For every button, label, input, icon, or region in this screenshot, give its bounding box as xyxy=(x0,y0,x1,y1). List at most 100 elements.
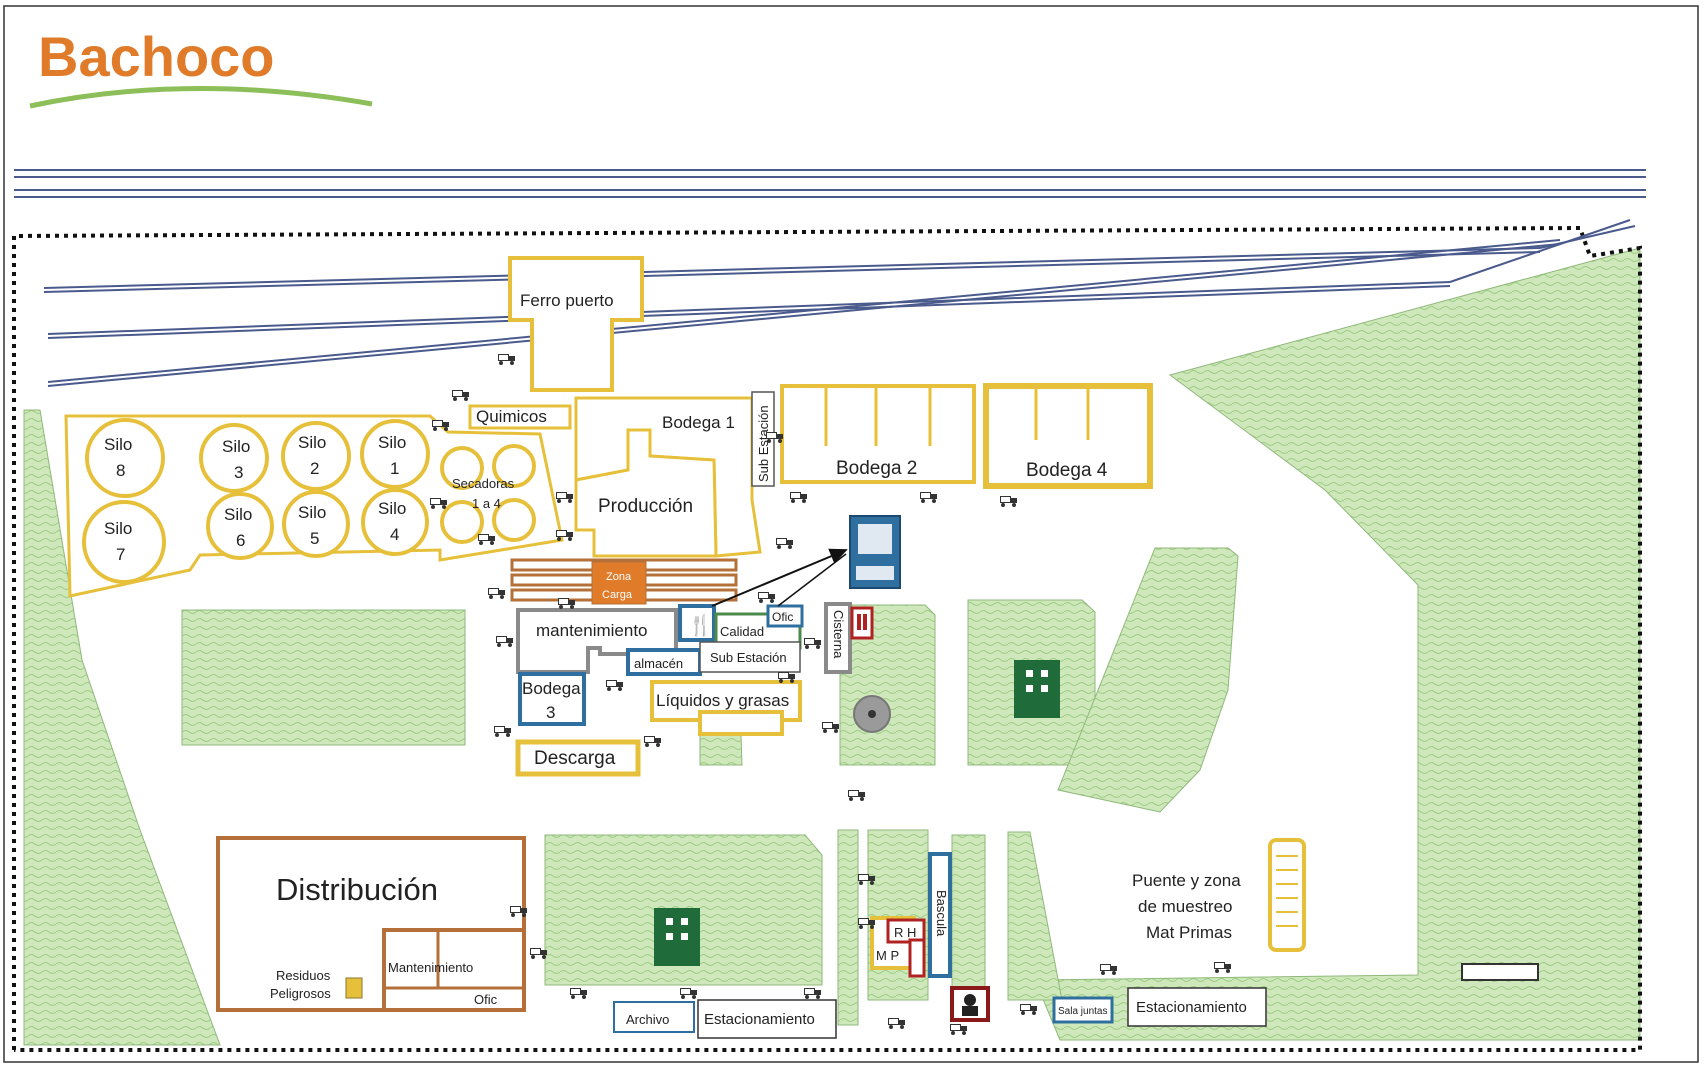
bodega-3-label-b: 3 xyxy=(546,703,555,722)
bodega-2-label: Bodega 2 xyxy=(836,458,917,479)
estacionamiento-2-area xyxy=(1127,987,1267,1027)
puente-bridge xyxy=(1268,838,1306,952)
silo-3-label-b: 3 xyxy=(234,463,243,482)
archivo-label: Archivo xyxy=(626,1012,669,1027)
top-rails xyxy=(14,169,1646,198)
silo-8-label-a: Silo xyxy=(104,435,132,454)
gate-box xyxy=(1461,963,1539,981)
ferro-puerto-area xyxy=(508,256,644,392)
sub-estacion-h-label: Sub Estación xyxy=(710,650,787,665)
quimicos-label: Quimicos xyxy=(476,407,547,426)
mantenimiento-dist-label: Mantenimiento xyxy=(388,960,473,975)
silo-4-label-a: Silo xyxy=(378,499,406,518)
cutlery-icon: 🍴 xyxy=(688,613,713,637)
silo-2-label-b: 2 xyxy=(310,459,319,478)
calidad-label: Calidad xyxy=(720,624,764,639)
puente-label-b: de muestreo xyxy=(1138,897,1233,916)
puente-label-c: Mat Primas xyxy=(1146,923,1232,942)
almacen-label: almacén xyxy=(634,656,683,671)
mp-label: M P xyxy=(876,948,899,963)
zona-carga-box xyxy=(591,561,647,605)
silo-6-label-a: Silo xyxy=(224,505,252,524)
meeting-point-sign-1 xyxy=(1014,660,1060,718)
estacionamiento-1-area xyxy=(697,999,837,1039)
bodega-3-label-a: Bodega xyxy=(522,679,581,698)
guard-icon-head xyxy=(964,994,976,1006)
archivo-area xyxy=(613,1001,695,1033)
bachoco-logo: Bachoco xyxy=(29,25,373,109)
bodega-2-dividers xyxy=(824,386,932,446)
cisterna-label: Cisterna xyxy=(831,610,846,659)
quimicos-area xyxy=(468,404,572,430)
produccion-area xyxy=(574,428,718,558)
mantenimiento-label: mantenimiento xyxy=(536,621,648,640)
mantenimiento-dist-area xyxy=(382,928,526,1012)
silo-4-label-b: 4 xyxy=(390,525,399,544)
arrow-to-clean-area xyxy=(711,548,848,607)
rh-label: R H xyxy=(894,925,916,940)
puente-label-a: Puente y zona xyxy=(1132,871,1241,890)
bodega-4-label: Bodega 4 xyxy=(1026,460,1108,481)
silo-1-label-b: 1 xyxy=(390,459,399,478)
silo-3-label-a: Silo xyxy=(222,437,250,456)
bodega-4-dividers xyxy=(1034,386,1090,440)
silo-1-label-a: Silo xyxy=(378,433,406,452)
ferro-puerto-label: Ferro puerto xyxy=(520,291,614,310)
sala-juntas-label: Sala juntas xyxy=(1058,1006,1107,1017)
guard-icon-body xyxy=(962,1006,978,1016)
sala-juntas-area xyxy=(1052,996,1114,1024)
extinguisher-mark-a xyxy=(857,614,861,630)
descarga-area xyxy=(515,739,641,777)
bascula-area xyxy=(928,852,952,978)
bodega-1-label: Bodega 1 xyxy=(662,413,735,432)
bodega-2-area xyxy=(780,384,976,484)
liquidos-tank xyxy=(698,710,784,736)
zona-carga-label-b: Carga xyxy=(602,589,633,601)
bodega-4-area xyxy=(983,383,1153,489)
silo-5-label-a: Silo xyxy=(298,503,326,522)
silo-circles xyxy=(82,418,536,584)
secadoras-label-b: 1 a 4 xyxy=(472,496,501,511)
water-tank-center xyxy=(868,710,876,718)
hazard-icon xyxy=(345,977,363,999)
silo-8-label-b: 8 xyxy=(116,461,125,480)
logo-text: Bachoco xyxy=(38,25,275,88)
bodega-3-area xyxy=(518,672,586,726)
arrow-line-2 xyxy=(777,553,847,607)
silo-5-label-b: 5 xyxy=(310,529,319,548)
property-boundary xyxy=(12,225,1642,1052)
cisterna-area xyxy=(824,602,852,674)
sub-estacion-h-area xyxy=(699,641,801,673)
estacionamiento-2-label: Estacionamiento xyxy=(1136,999,1247,1016)
silo-7-label-b: 7 xyxy=(116,545,125,564)
secadoras-label-a: Secadoras xyxy=(452,476,515,491)
meeting-point-sign-2 xyxy=(654,908,700,966)
produccion-label: Producción xyxy=(598,496,693,517)
rh-area xyxy=(886,918,926,944)
bascula-label: Bascula xyxy=(934,890,949,937)
clean-area-sign-strip xyxy=(856,566,894,580)
residuos-label-b: Peligrosos xyxy=(270,986,331,1001)
extinguisher-icon xyxy=(850,606,874,640)
ofic-top-area xyxy=(766,604,804,628)
logo-swoosh xyxy=(29,85,373,109)
liquidos-label: Líquidos y grasas xyxy=(656,691,789,710)
silo-6-label-b: 6 xyxy=(236,531,245,550)
clean-area-sign-panel xyxy=(858,524,892,554)
residuos-label-a: Residuos xyxy=(276,968,331,983)
silo-7-label-a: Silo xyxy=(104,519,132,538)
interior-rails xyxy=(43,219,1636,387)
distribucion-label: Distribución xyxy=(276,872,438,907)
outer-frame xyxy=(3,5,1699,1063)
extinguisher-mark-b xyxy=(863,614,867,630)
ofic-dist-label: Ofic xyxy=(474,992,498,1007)
descarga-label: Descarga xyxy=(534,748,616,769)
rh-wing xyxy=(908,938,926,978)
zona-carga-label-a: Zona xyxy=(606,571,632,583)
estacionamiento-1-label: Estacionamiento xyxy=(704,1011,815,1028)
silo-2-label-a: Silo xyxy=(298,433,326,452)
sub-estacion-v-label: Sub Estación xyxy=(756,405,771,482)
ofic-top-label: Ofic xyxy=(772,610,793,624)
comedor-box xyxy=(678,604,716,642)
